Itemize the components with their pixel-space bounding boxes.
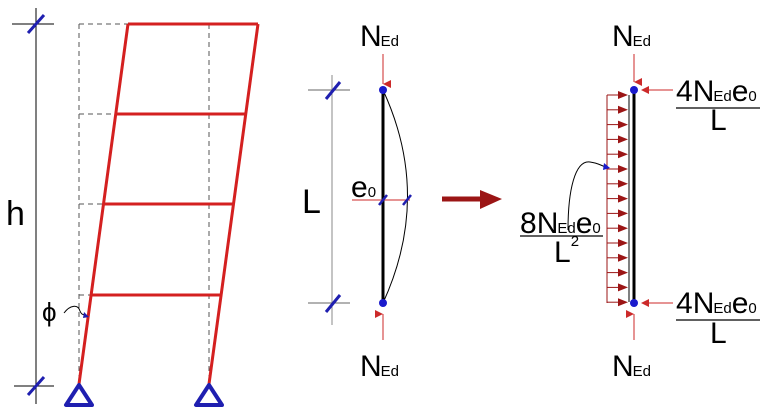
deformed-frame [77, 22, 260, 385]
length-label: L [302, 183, 321, 221]
right-top-axial-force-label: NEd [612, 20, 651, 53]
bottom-node [379, 299, 387, 307]
sway-frame-panel: h ϕ [6, 8, 260, 407]
top-reaction-denominator: L [710, 104, 727, 137]
distributed-load-arrows [606, 91, 628, 307]
right-top-node [630, 86, 638, 94]
right-bottom-node [630, 299, 638, 307]
length-dimension: L [302, 75, 350, 325]
top-reaction-label: 4NEde0 [676, 75, 757, 108]
eccentricity-annotation: e0 [351, 171, 412, 206]
top-horizontal-reaction: 4NEde0 L [641, 75, 760, 137]
bottom-horizontal-reaction: 4NEde0 L [641, 287, 760, 350]
tilt-label: ϕ [42, 297, 57, 327]
distributed-load-denominator: L2 [554, 233, 579, 269]
bottom-reaction-label: 4NEde0 [676, 287, 757, 320]
equivalent-loads-panel: NEd 4NEde0 L 8NEde0 L2 4NEd [520, 20, 760, 383]
tilt-angle-annotation: ϕ [42, 297, 89, 327]
height-dimension: h [6, 8, 54, 404]
distributed-load-label-group: 8NEde0 L2 [520, 161, 610, 269]
right-bottom-axial-force-label: NEd [612, 350, 651, 383]
top-node [379, 86, 387, 94]
pin-support-left [64, 383, 94, 407]
column-deformed-shape [382, 89, 408, 304]
eccentricity-label: e0 [351, 171, 376, 204]
pin-support-right [194, 383, 224, 407]
distributed-load-label: 8NEde0 [520, 207, 601, 240]
bottom-axial-force-label: NEd [360, 350, 399, 383]
bottom-reaction-denominator: L [710, 317, 727, 350]
top-axial-force-label: NEd [360, 20, 399, 53]
height-label: h [6, 195, 25, 233]
right-arrow-icon [442, 190, 502, 209]
imperfect-column-panel: NEd L e0 NEd [302, 20, 412, 383]
